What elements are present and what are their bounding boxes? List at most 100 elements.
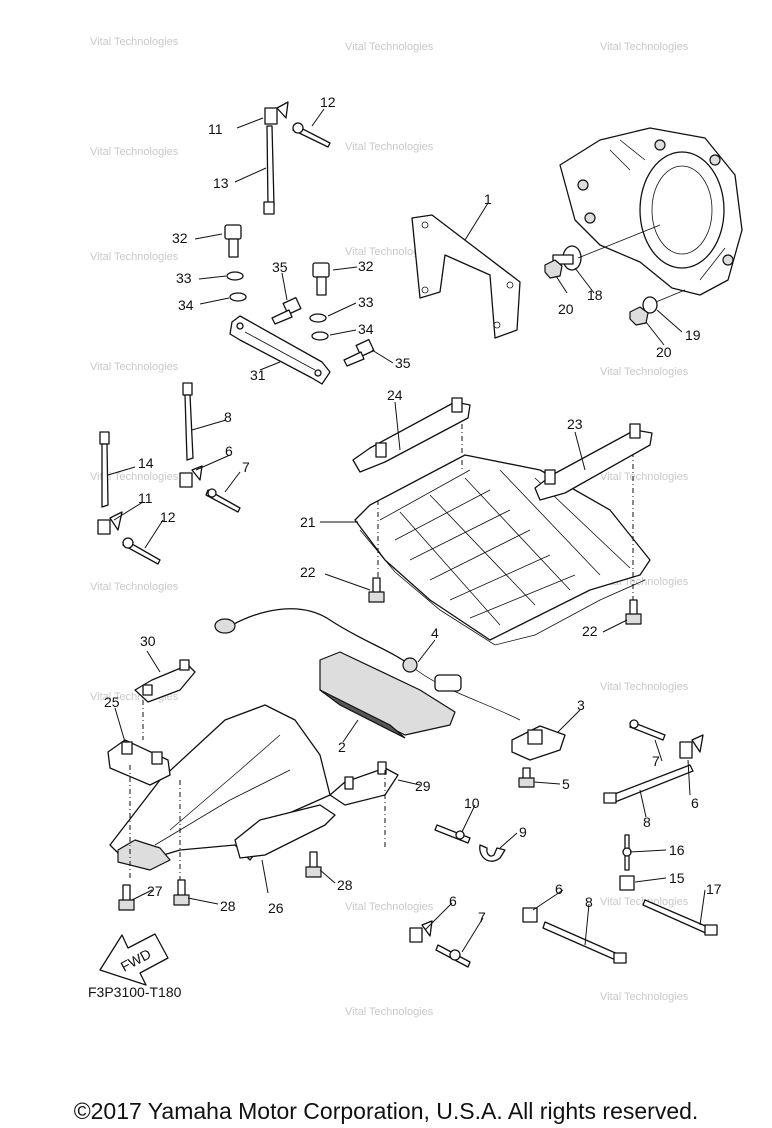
- part-20-nut: [544, 259, 563, 279]
- callout: 8: [224, 409, 232, 425]
- callout: 32: [172, 230, 188, 246]
- callout: 34: [358, 321, 374, 337]
- callout: 35: [395, 355, 411, 371]
- part-33-washer: [226, 271, 244, 281]
- fwd-arrow-icon: FWD: [99, 933, 169, 986]
- callout: 19: [685, 327, 701, 343]
- part-23-rail: [534, 429, 653, 501]
- watermark: Vital Technologies: [600, 681, 689, 693]
- part-10-pin: [434, 824, 471, 844]
- part-9-clamp: [479, 844, 506, 862]
- part-19-washer: [642, 296, 658, 314]
- callout: 21: [300, 514, 316, 530]
- watermark-layer: Vital Technologies Vital Technologies Vi…: [90, 36, 689, 1018]
- callout: 34: [178, 297, 194, 313]
- part-33-washer: [309, 313, 327, 323]
- callout: 8: [585, 894, 593, 910]
- part-28-bolt: [305, 851, 322, 878]
- callout: 4: [431, 625, 439, 641]
- callout: 23: [567, 416, 583, 432]
- part-29-bracket: [329, 767, 399, 806]
- part-6-clip: [679, 741, 693, 759]
- callout: 9: [519, 824, 527, 840]
- part-35-bolt: [343, 338, 375, 367]
- callout: 1: [484, 191, 492, 207]
- callout: 33: [358, 294, 374, 310]
- engine-housing: [559, 127, 743, 296]
- callout: 33: [176, 270, 192, 286]
- part-11-clip: [264, 107, 278, 125]
- watermark: Vital Technologies: [90, 581, 179, 593]
- watermark: Vital Technologies: [600, 366, 689, 378]
- part-21-intake-grate: [354, 454, 651, 646]
- part-6-clip: [179, 472, 193, 488]
- part-35-bolt: [271, 296, 302, 325]
- watermark: Vital Technologies: [345, 1006, 434, 1018]
- callout: 11: [208, 121, 223, 137]
- watermark: Vital Technologies: [600, 991, 689, 1003]
- callout: 20: [656, 344, 672, 360]
- part-4-grommet: [402, 657, 418, 673]
- callout: 7: [242, 459, 250, 475]
- callout: 27: [147, 883, 163, 899]
- callout: 17: [706, 881, 722, 897]
- callout: 32: [358, 258, 374, 274]
- callout: 6: [225, 443, 233, 459]
- watermark: Vital Technologies: [345, 246, 434, 258]
- callout: 29: [415, 778, 431, 794]
- watermark: Vital Technologies: [600, 41, 689, 53]
- callout: 16: [669, 842, 685, 858]
- callout: 2: [338, 739, 346, 755]
- part-15-clip: [619, 875, 635, 891]
- callout: 6: [449, 893, 457, 909]
- watermark: Vital Technologies: [345, 901, 434, 913]
- part-14-cable-tie: [101, 443, 109, 508]
- callout: 6: [691, 795, 699, 811]
- callout: 11: [138, 490, 153, 506]
- part-13-cable-tie: [266, 125, 275, 209]
- part-6-clip: [522, 907, 538, 923]
- part-20-nut: [629, 306, 649, 326]
- callout: 13: [213, 175, 229, 191]
- callout: 3: [577, 697, 585, 713]
- leader-lines: [107, 108, 706, 953]
- part-11-clip: [97, 519, 111, 535]
- callout: 28: [220, 898, 236, 914]
- part-28-bolt: [173, 879, 190, 906]
- callout: 15: [669, 870, 685, 886]
- connector: [214, 618, 236, 634]
- part-8-cable-tie: [184, 394, 194, 461]
- part-5-screw: [518, 767, 535, 788]
- part-8-cable-tie: [611, 764, 694, 803]
- callout: 26: [268, 900, 284, 916]
- callout: 12: [160, 509, 176, 525]
- part-2-strip: [319, 651, 456, 736]
- callout: 25: [104, 694, 120, 710]
- callout-labels: 1 2 3 4 5 6 6 6 6 7 7 7 8 8 8 9 10 11 11…: [104, 94, 722, 925]
- callout: 22: [582, 623, 598, 639]
- part-34-washer: [311, 331, 329, 341]
- part-6-clip: [409, 927, 423, 943]
- callout: 35: [272, 259, 288, 275]
- callout: 20: [558, 301, 574, 317]
- callout: 8: [643, 814, 651, 830]
- sensor-cable: [231, 608, 411, 666]
- part-34-washer: [229, 292, 247, 302]
- watermark: Vital Technologies: [90, 251, 179, 263]
- part-31-bracket: [229, 315, 331, 385]
- part-1-plate: [411, 214, 521, 339]
- callout: 6: [555, 881, 563, 897]
- callout: 5: [562, 776, 570, 792]
- callout: 24: [387, 387, 403, 403]
- callout: 28: [337, 877, 353, 893]
- watermark: Vital Technologies: [345, 41, 434, 53]
- part-8-cable-tie: [542, 921, 621, 962]
- part-32-bolt: [224, 224, 242, 258]
- callout: 14: [138, 455, 154, 471]
- callout: 18: [587, 287, 603, 303]
- watermark: Vital Technologies: [600, 471, 689, 483]
- callout: 30: [140, 633, 156, 649]
- copyright-notice: ©2017 Yamaha Motor Corporation, U.S.A. A…: [73, 1098, 699, 1124]
- callout: 7: [478, 909, 486, 925]
